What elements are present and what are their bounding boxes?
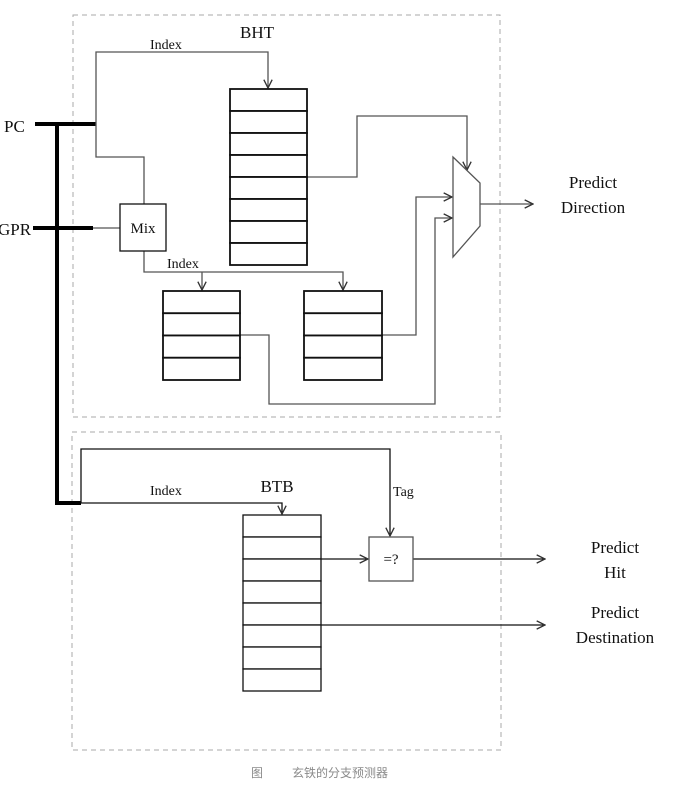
bht-table [229, 88, 308, 266]
predict-hit-line2: Hit [604, 563, 626, 582]
predict-hit-line1: Predict [591, 538, 639, 557]
table-row [229, 220, 308, 244]
mix-box [119, 203, 167, 252]
bht-wires [93, 51, 533, 405]
predict-direction-line2: Direction [561, 198, 626, 217]
caption-prefix: 图 [251, 766, 263, 780]
bht-index-label: Index [150, 38, 182, 53]
table-row [303, 334, 383, 359]
table-row [229, 132, 308, 156]
table-row [242, 580, 322, 604]
table-row [242, 624, 322, 648]
table-row [242, 646, 322, 670]
pht-left-table [162, 290, 241, 381]
table-row [162, 356, 241, 381]
predict-direction-line1: Predict [569, 173, 617, 192]
bht-title: BHT [240, 23, 275, 42]
btb-title: BTB [260, 477, 293, 496]
predict-destination-line1: Predict [591, 603, 639, 622]
tag-label: Tag [393, 485, 414, 500]
table-row [229, 154, 308, 178]
btb-index-label: Index [150, 484, 182, 499]
btb-wires [80, 448, 545, 625]
predict-destination-line2: Destination [576, 628, 655, 647]
table-row [229, 198, 308, 222]
table-row [242, 514, 322, 538]
pc-label: PC [4, 117, 25, 136]
table-row [162, 334, 241, 359]
btb-region [71, 431, 502, 751]
table-row [229, 88, 308, 112]
table-row [303, 290, 383, 315]
table-row [229, 176, 308, 200]
table-row [242, 668, 322, 692]
table-row [303, 356, 383, 381]
table-row [162, 312, 241, 337]
pht-index-label: Index [167, 257, 199, 272]
pht-right-table [303, 290, 383, 381]
btb-table [242, 514, 322, 692]
table-row [229, 110, 308, 134]
mux [452, 155, 481, 259]
table-row [303, 312, 383, 337]
table-row [242, 536, 322, 560]
compare-box [368, 536, 414, 582]
mix-label: Mix [130, 221, 156, 237]
caption-text: 玄铁的分支预测器 [292, 765, 388, 780]
compare-label: =? [383, 552, 398, 568]
gpr-label: GPR [0, 220, 32, 239]
table-row [242, 602, 322, 626]
table-row [162, 290, 241, 315]
bus-lines [33, 122, 96, 505]
table-row [242, 558, 322, 582]
table-row [229, 242, 308, 266]
